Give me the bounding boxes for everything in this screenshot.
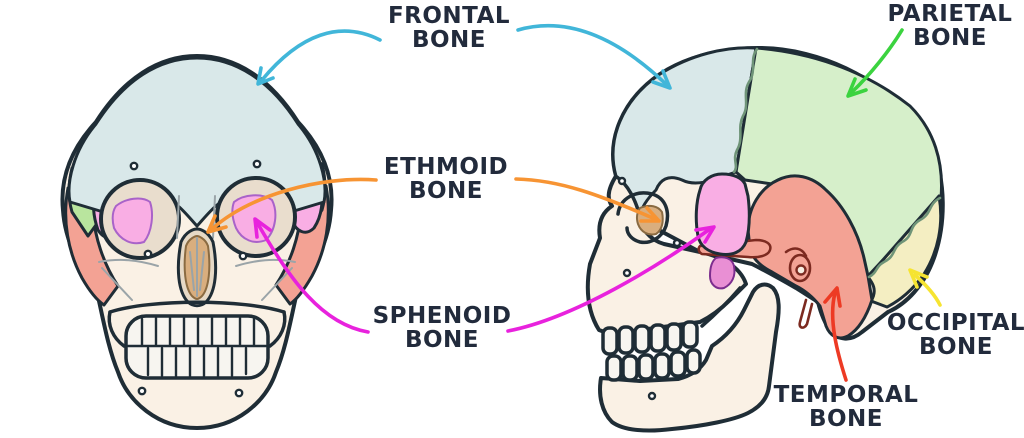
side-jaw-notch-line: [700, 286, 742, 328]
temporal-bone-label-line2: BONE: [808, 406, 884, 433]
side-sphenoid-pterygoid: [708, 256, 736, 290]
side-temporal-bone-region: [746, 174, 874, 340]
side-dot-mental: [647, 391, 657, 401]
annotation-arrows: [206, 23, 942, 382]
frontal-bone-label-line1: FRONTAL: [387, 3, 511, 29]
front-dot-supraorbital-left: [129, 161, 139, 171]
sphenoid-bone-label-line2: BONE: [404, 327, 480, 354]
side-skull-view: [585, 46, 945, 433]
side-dot-cheek: [672, 238, 682, 248]
front-dot-supraorbital-right: [252, 159, 262, 169]
side-lambdoid-suture: [867, 196, 942, 279]
temporal-bone-label-line1: TEMPORAL: [773, 382, 919, 408]
occipital-bone-label: OCCIPITAL BONE: [887, 311, 1024, 360]
side-ear-curl: [784, 247, 808, 258]
front-suture-cheek-right: [235, 258, 296, 301]
frontal-arrow-right: [516, 23, 672, 90]
ethmoid-arrow-right: [514, 177, 661, 223]
side-coronal-suture: [732, 47, 759, 174]
temporal-bone-label: TEMPORAL BONE: [774, 383, 919, 432]
side-teeth: [601, 320, 702, 382]
temporal-arrow: [823, 286, 848, 382]
sphenoid-arrow-left: [253, 217, 370, 334]
front-nasal-bridge-line-left: [176, 195, 180, 239]
front-dot-infraorbital-left: [143, 249, 153, 259]
frontal-arrow-left: [256, 29, 382, 86]
front-orbit-sphenoid-left: [111, 197, 153, 245]
front-dot-infraorbital-right: [238, 251, 248, 261]
side-mandible: [598, 282, 781, 433]
occipital-bone-label-line2: BONE: [918, 334, 994, 361]
ethmoid-bone-label: ETHMOID BONE: [384, 155, 508, 204]
front-dot-mental-right: [234, 388, 244, 398]
parietal-bone-label-line1: PARIETAL: [887, 1, 1013, 27]
sphenoid-arrow-right: [506, 225, 716, 333]
front-dot-mental-left: [137, 386, 147, 396]
side-dot-brow: [617, 176, 627, 186]
ethmoid-arrow-left: [206, 177, 378, 234]
ethmoid-bone-label-line2: BONE: [408, 178, 484, 205]
occipital-bone-label-line1: OCCIPITAL: [886, 310, 1024, 336]
parietal-bone-label-line2: BONE: [912, 25, 988, 52]
front-suture-cheek-left: [98, 258, 159, 301]
side-occipital-bone-region: [866, 194, 943, 309]
side-ear-opening: [795, 264, 807, 276]
frontal-bone-label-line2: BONE: [411, 27, 487, 54]
side-styloid-process: [798, 298, 814, 329]
front-teeth: [107, 300, 287, 380]
front-skull-view: [60, 54, 334, 430]
occipital-arrow: [908, 268, 942, 307]
ethmoid-bone-label-line1: ETHMOID: [383, 154, 509, 180]
frontal-bone-label: FRONTAL BONE: [388, 4, 510, 53]
side-orbit: [616, 191, 670, 245]
front-ethmoid-detail: [189, 237, 205, 297]
parietal-arrow: [846, 28, 904, 98]
parietal-bone-label: PARIETAL BONE: [888, 2, 1013, 51]
side-dot-infraorbital: [622, 268, 632, 278]
sphenoid-bone-label: SPHENOID BONE: [373, 304, 512, 353]
sphenoid-bone-label-line1: SPHENOID: [372, 303, 512, 329]
